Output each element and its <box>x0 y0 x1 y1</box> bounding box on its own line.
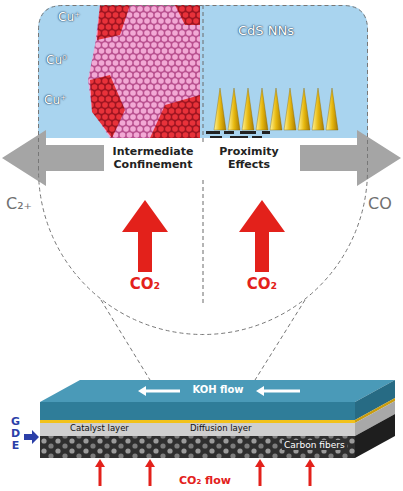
substrate-dash <box>230 136 248 138</box>
co2-flow-arrow <box>95 459 105 486</box>
divider-line <box>203 180 204 305</box>
mechanism-label: Proximity Effects <box>208 146 290 171</box>
flow-arrow <box>138 386 180 396</box>
substrate-dash <box>224 131 234 134</box>
co2-flow-arrow <box>145 459 155 486</box>
zoom-line <box>101 300 150 380</box>
co2-arrow <box>122 200 168 272</box>
substrate-dash <box>262 131 270 134</box>
cds-needle <box>242 88 254 130</box>
zoom-outline <box>38 5 368 335</box>
layer-label: Catalyst layer <box>70 424 129 434</box>
layer-label: Diffusion layer <box>190 424 252 434</box>
catalyst-layer <box>40 420 355 423</box>
product-label: CO <box>368 195 392 213</box>
electrolyte-layer <box>40 402 355 420</box>
cds-needle <box>270 88 282 130</box>
copper-domain <box>150 95 200 138</box>
copper-cluster <box>88 5 200 138</box>
carbon-side <box>355 414 395 458</box>
diffusion-layer <box>40 423 355 436</box>
cds-needles <box>214 88 338 130</box>
cds-needle <box>284 88 296 130</box>
cds-needle <box>214 88 226 130</box>
gde-device: KOH flowCatalyst layer Diffusion layerCar… <box>40 378 396 460</box>
layer-label: Carbon fibers <box>282 440 347 450</box>
cds-needle <box>312 88 324 130</box>
substrate-dash <box>252 136 262 138</box>
oxidation-state: Cu⁰ <box>46 54 67 68</box>
reactant-label: CO₂ <box>120 276 170 293</box>
product-label: C₂₊ <box>6 195 32 213</box>
product-arrow <box>300 130 401 186</box>
product-arrow <box>2 130 104 186</box>
substrate-dashes <box>206 131 270 138</box>
substrate-dash <box>206 131 220 134</box>
electrolyte-top <box>40 380 395 402</box>
substrate-dash <box>210 136 222 138</box>
carbon-layer <box>40 436 355 458</box>
reactant-label: CO₂ <box>237 276 287 293</box>
mechanism-label: Intermediate Confinement <box>106 146 200 171</box>
zoom-line <box>255 300 305 380</box>
co2-flow-arrow <box>255 459 265 486</box>
oxidation-state: Cu⁺ <box>44 94 66 108</box>
oxidation-state: Cu⁺ <box>58 11 80 25</box>
copper-domain <box>97 5 130 40</box>
substrate-dash <box>240 131 256 134</box>
cds-needle <box>326 88 338 130</box>
copper-domain <box>175 5 200 25</box>
zoom-outline <box>39 6 368 335</box>
flow-label: CO₂ flow <box>160 475 250 488</box>
cds-needle <box>298 88 310 130</box>
gde-pointer <box>24 430 39 444</box>
material-label: CdS NNs <box>238 24 294 39</box>
flow-arrow <box>256 386 300 396</box>
cds-needle <box>228 88 240 130</box>
flow-label: KOH flow <box>186 384 250 396</box>
cds-needle <box>256 88 268 130</box>
co2-arrow <box>239 200 285 272</box>
zoom-panel: Cu⁺ CdS NNsCu⁰ Cu⁺ Intermediate Confinement… <box>38 5 368 335</box>
copper-domain <box>90 75 125 138</box>
gde-label: GDE <box>10 416 21 452</box>
co2-flow-arrow <box>305 459 315 486</box>
divider-line <box>203 5 204 142</box>
